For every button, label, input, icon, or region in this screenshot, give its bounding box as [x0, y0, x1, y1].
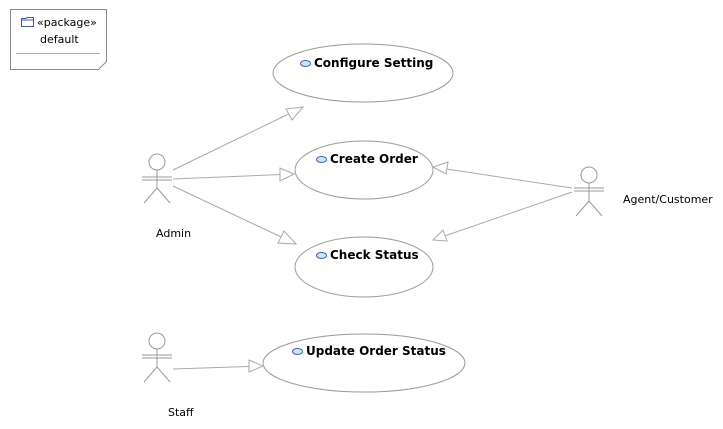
actor-admin-figure[interactable]	[142, 153, 172, 204]
actor-admin-label: Admin	[156, 227, 192, 240]
use-case-check-status[interactable]	[294, 236, 434, 298]
create-order-label: Create Order	[316, 152, 418, 166]
use-case-update-order-status[interactable]	[262, 333, 466, 393]
use-case-configure-setting[interactable]	[272, 43, 454, 103]
actor-agent-customer-figure[interactable]	[574, 166, 604, 217]
folder-icon	[21, 17, 34, 27]
association-agent-check-status[interactable]	[431, 191, 573, 242]
update-order-status-label: Update Order Status	[292, 344, 446, 358]
use-case-create-order[interactable]	[294, 140, 434, 200]
actor-staff-label: Staff	[168, 406, 194, 419]
actor-staff-figure[interactable]	[142, 332, 172, 383]
configure-setting-label: Configure Setting	[300, 56, 433, 70]
association-admin-configure-setting[interactable]	[172, 106, 305, 171]
association-admin-create-order[interactable]	[172, 167, 296, 182]
package-name: default	[40, 33, 79, 46]
package-header: «package»	[21, 16, 97, 30]
use-case-icon	[292, 347, 303, 355]
use-case-icon	[300, 59, 311, 67]
use-case-icon	[316, 155, 327, 163]
package-box[interactable]	[10, 9, 107, 70]
check-status-label: Check Status	[316, 248, 419, 262]
association-admin-check-status[interactable]	[172, 185, 298, 245]
package-stereotype: «package»	[37, 16, 97, 29]
association-agent-create-order[interactable]	[431, 161, 573, 189]
actor-agent-customer-label: Agent/Customer	[623, 193, 713, 206]
use-case-icon	[316, 251, 327, 259]
association-staff-update-order-status[interactable]	[172, 359, 265, 373]
